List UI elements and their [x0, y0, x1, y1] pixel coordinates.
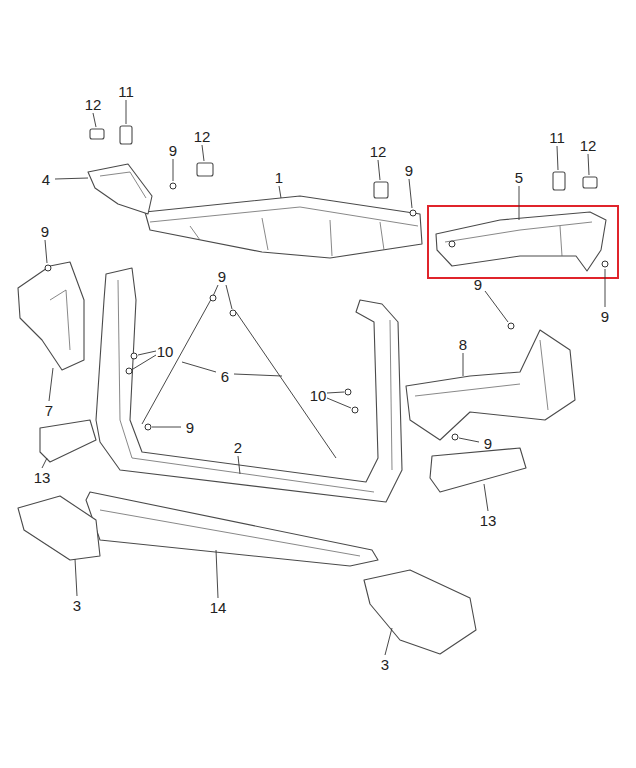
callout-number: 12: [194, 129, 211, 144]
left-guide: [40, 420, 96, 462]
callout-number: 12: [85, 97, 102, 112]
callout-number: 1: [275, 170, 283, 185]
radiator-support-frame: [96, 268, 402, 502]
callout-number: 3: [381, 657, 389, 672]
callout-number: 9: [601, 309, 609, 324]
right-lower-bracket: [406, 330, 575, 440]
callout-number: 9: [41, 224, 49, 239]
callout-number: 11: [118, 84, 134, 99]
callout-number: 12: [370, 144, 387, 159]
callout-number: 12: [580, 138, 597, 153]
callout-number: 10: [157, 344, 174, 359]
left-deflector: [18, 496, 100, 560]
callout-number: 9: [405, 163, 413, 178]
callout-number: 7: [45, 403, 53, 418]
callout-number: 9: [474, 277, 482, 292]
right-deflector: [364, 570, 476, 654]
callout-number: 2: [234, 440, 242, 455]
right-guide: [430, 448, 526, 492]
left-bracket: [88, 164, 152, 214]
right-bracket: [436, 212, 606, 271]
callout-number: 3: [73, 598, 81, 613]
callout-number: 10: [310, 388, 327, 403]
left-lower-bracket: [18, 262, 84, 370]
callout-number: 9: [484, 436, 492, 451]
callout-number: 5: [515, 170, 523, 185]
callout-number: 9: [186, 420, 194, 435]
callout-number: 6: [221, 369, 229, 384]
upper-crossmember: [145, 196, 422, 258]
highlight-frame: [428, 206, 618, 278]
callout-number: 13: [480, 513, 497, 528]
callout-number: 13: [34, 470, 51, 485]
callout-number: 11: [549, 130, 565, 145]
callout-number: 8: [459, 337, 467, 352]
leader-lines: [42, 100, 605, 655]
callout-number: 9: [169, 143, 177, 158]
callout-number: 4: [42, 172, 50, 187]
lower-shield: [86, 492, 378, 566]
callout-number: 9: [218, 269, 226, 284]
callout-number: 14: [210, 600, 227, 615]
